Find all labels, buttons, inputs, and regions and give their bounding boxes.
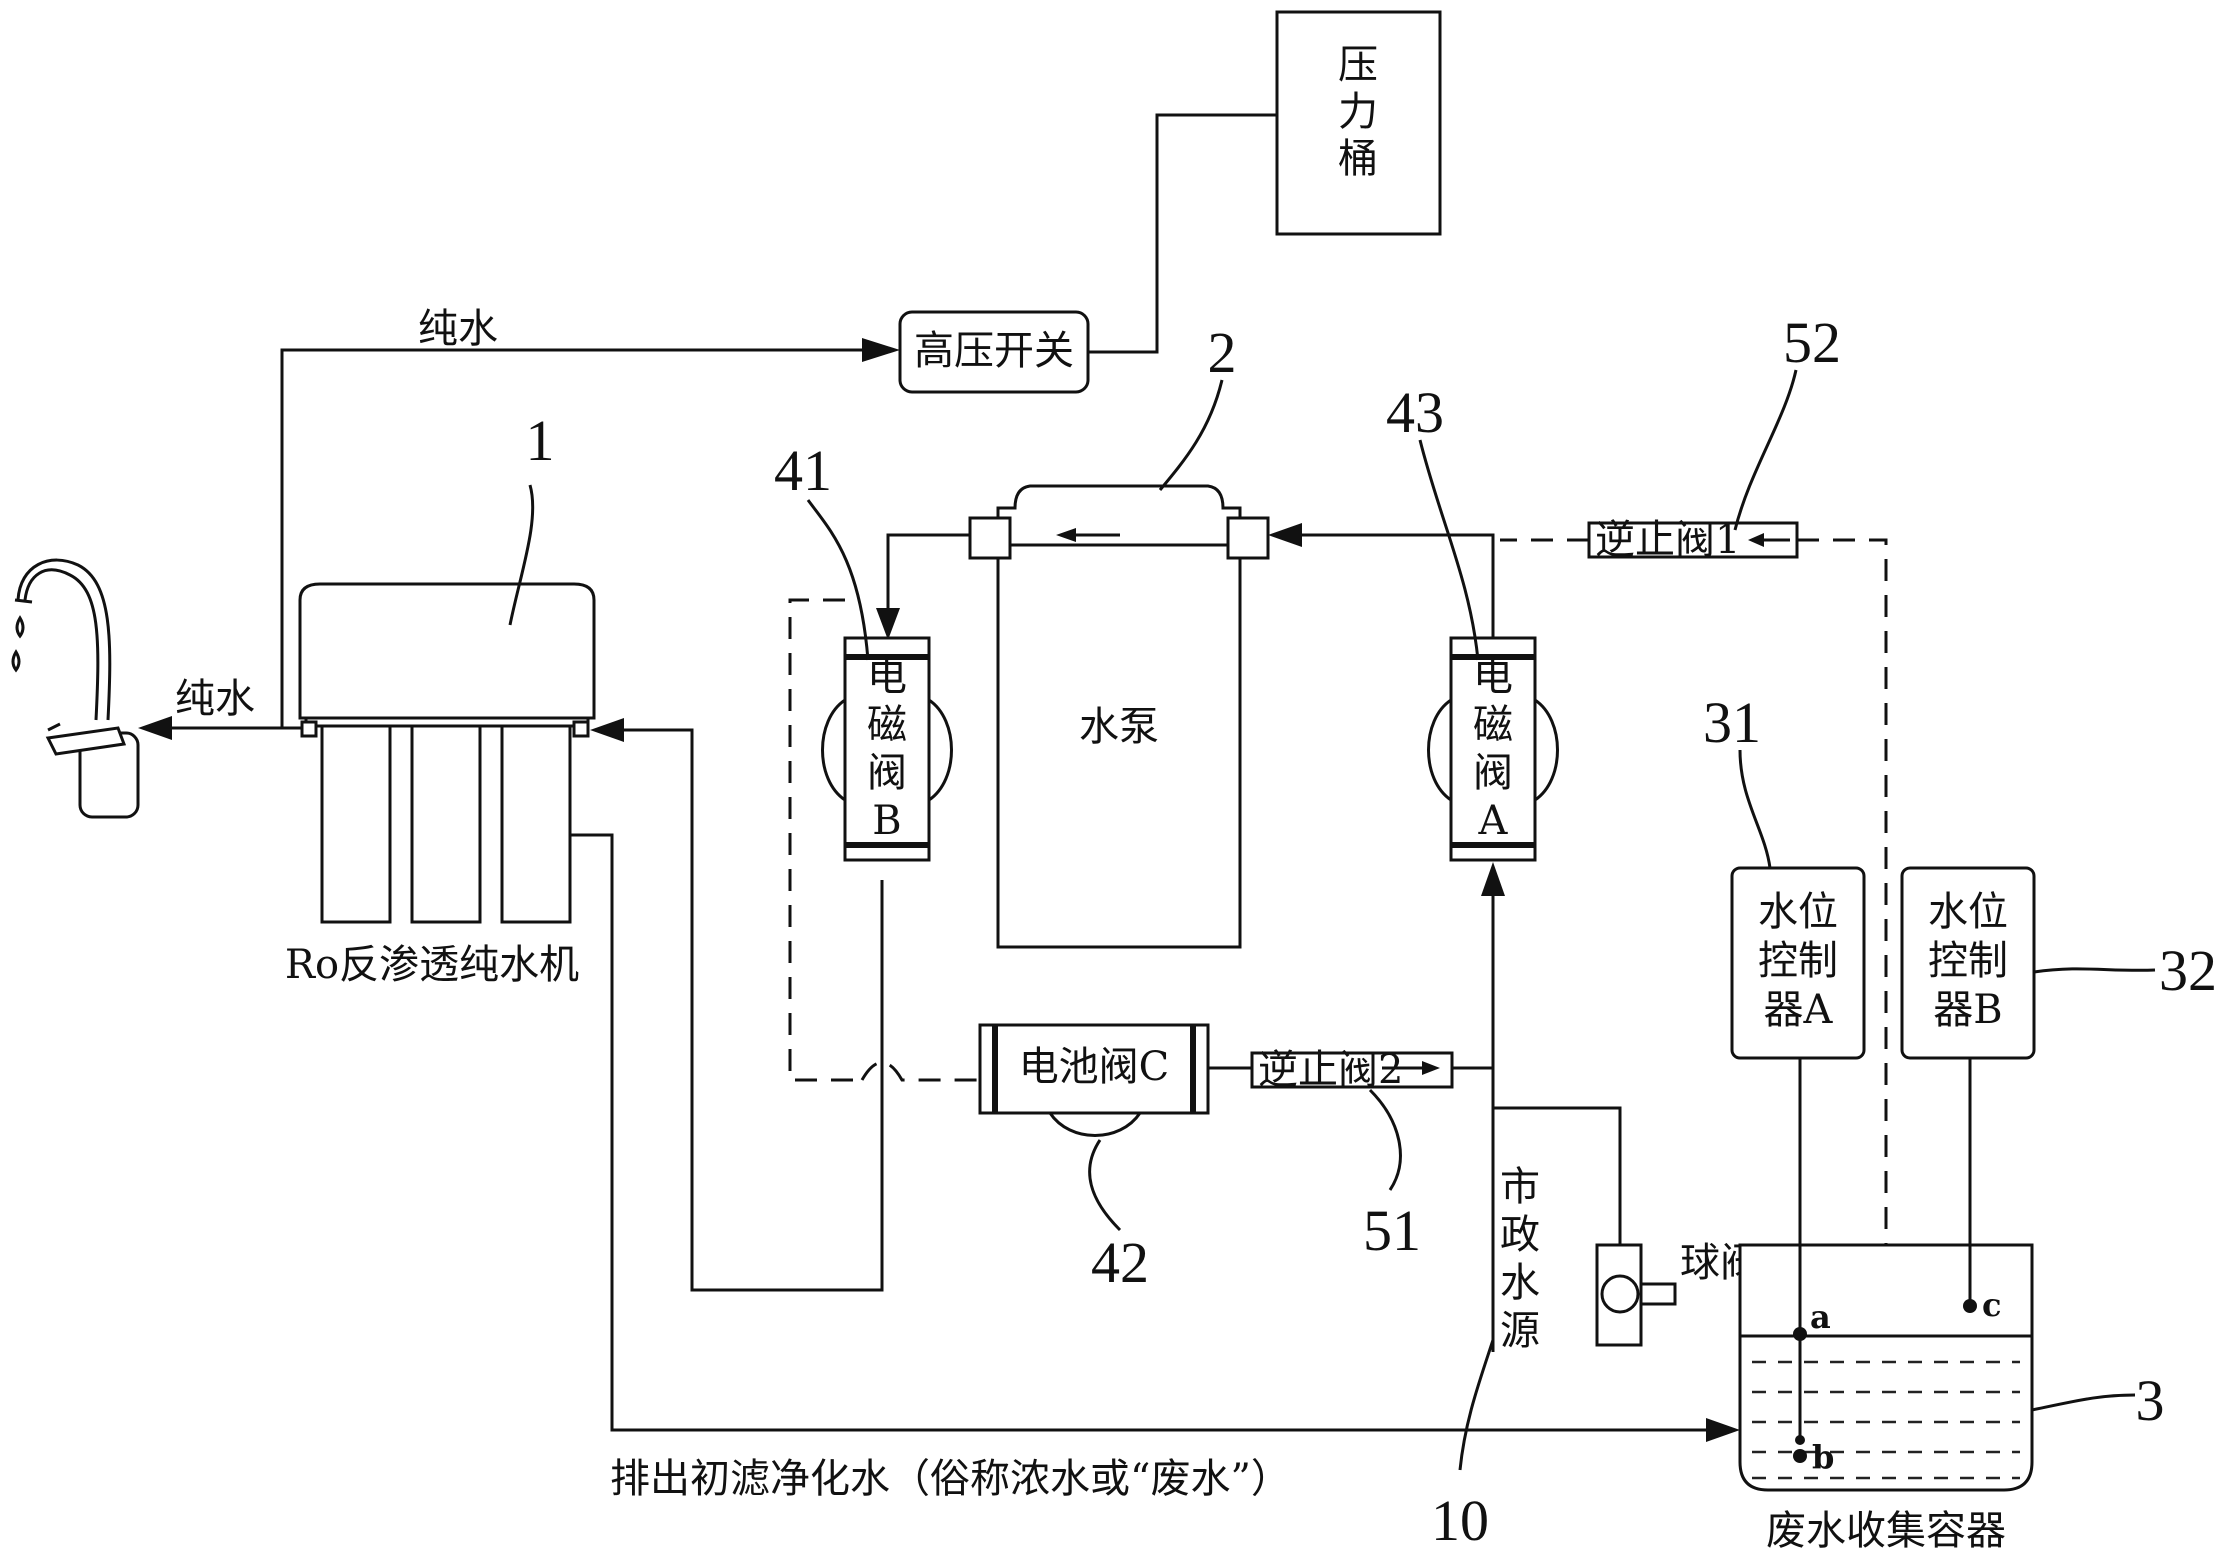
level-a-label-1: 水位 bbox=[1758, 889, 1838, 935]
valve-c-label: 电池阀C bbox=[1019, 1044, 1170, 1090]
ref-number-41: 41 bbox=[774, 438, 832, 503]
ref-number-31: 31 bbox=[1703, 690, 1761, 755]
leader-1 bbox=[508, 484, 535, 626]
leader-41 bbox=[806, 499, 870, 661]
ref-number-1: 1 bbox=[526, 408, 555, 473]
pipe-ball-valve-branch bbox=[1493, 1106, 1622, 1245]
ref-number-32: 32 bbox=[2159, 938, 2217, 1003]
pipe-valve-a-to-pump bbox=[1295, 533, 1495, 638]
leader-10 bbox=[1458, 1339, 1495, 1471]
pure-water-left-label: 纯水 bbox=[175, 676, 255, 722]
level-a-label-2: 控制 bbox=[1758, 938, 1838, 984]
check-valve-2-label: 逆止阀2 bbox=[1258, 1047, 1403, 1093]
pressure-tank-label-1: 压 bbox=[1338, 42, 1378, 88]
check-valve-1: 逆止阀1 bbox=[1587, 517, 1799, 563]
arrow-into-pump bbox=[1268, 523, 1302, 547]
pressure-tank-label-2: 力 bbox=[1338, 89, 1378, 135]
pump-label: 水泵 bbox=[1079, 704, 1159, 750]
high-pressure-switch: 高压开关 bbox=[898, 310, 1090, 394]
ref-number-2: 2 bbox=[1208, 320, 1237, 385]
valve-b-label-2: 磁 bbox=[867, 702, 907, 748]
arrow-into-switch bbox=[862, 338, 900, 362]
pipe-drain-to-container bbox=[570, 833, 1710, 1432]
ref-number-42: 42 bbox=[1091, 1230, 1149, 1295]
leader-42 bbox=[1088, 1139, 1122, 1232]
arrow-into-container bbox=[1706, 1418, 1740, 1442]
solenoid-valve-a: 电 磁 阀 A bbox=[1427, 636, 1559, 862]
ref-number-10: 10 bbox=[1431, 1488, 1489, 1552]
pure-water-top-label: 纯水 bbox=[418, 306, 498, 352]
probe-point-a bbox=[1793, 1327, 1807, 1341]
faucet-icon bbox=[11, 558, 140, 819]
waste-water-container: 废水收集容器 bbox=[1738, 1243, 2034, 1552]
valve-a-label-1: 电 bbox=[1473, 654, 1513, 700]
leader-2 bbox=[1158, 379, 1224, 491]
valve-b-label-3: 阀 bbox=[867, 750, 907, 796]
pipe-valve-b-to-ro bbox=[620, 728, 884, 1292]
municipal-label-4: 源 bbox=[1500, 1308, 1540, 1354]
level-controller-b: 水位 控制 器B bbox=[1900, 866, 2036, 1060]
pressure-tank: 压 力 桶 bbox=[1275, 10, 1442, 236]
pipe-pump-to-valve-b bbox=[886, 533, 970, 615]
probe-label-c: c bbox=[1982, 1286, 2001, 1324]
pipe-switch-to-tank bbox=[1088, 113, 1277, 354]
level-a-label-3: 器A bbox=[1764, 987, 1834, 1033]
municipal-label-2: 政 bbox=[1500, 1212, 1540, 1258]
ball-valve: 球阀 bbox=[1595, 1240, 1760, 1347]
probe-point-c bbox=[1963, 1299, 1977, 1313]
ref-number-51: 51 bbox=[1363, 1198, 1421, 1263]
leader-3 bbox=[2031, 1393, 2136, 1412]
ref-number-43: 43 bbox=[1386, 380, 1444, 445]
ro-machine-label: Ro反渗透纯水机 bbox=[285, 942, 579, 988]
control-line-hop bbox=[860, 1061, 980, 1082]
valve-a-label-2: 磁 bbox=[1473, 702, 1513, 748]
leader-32 bbox=[2033, 967, 2156, 974]
level-b-label-3: 器B bbox=[1933, 987, 2002, 1033]
arrow-into-valve-b bbox=[876, 608, 900, 640]
valve-a-label-4: A bbox=[1478, 798, 1509, 844]
level-controller-a: 水位 控制 器A bbox=[1730, 866, 1866, 1060]
check-valve-2: 逆止阀2 bbox=[1250, 1047, 1454, 1093]
municipal-label-1: 市 bbox=[1500, 1164, 1540, 1210]
probe-point-b bbox=[1793, 1449, 1807, 1463]
check-valve-1-label: 逆止阀1 bbox=[1595, 517, 1740, 563]
level-b-label-1: 水位 bbox=[1928, 889, 2008, 935]
probe-label-b: b bbox=[1812, 1438, 1834, 1476]
control-line-b-to-c bbox=[788, 598, 862, 1082]
pressure-tank-label-3: 桶 bbox=[1338, 136, 1378, 182]
valve-b-label-4: B bbox=[872, 798, 901, 844]
pipe-pure-water-to-switch bbox=[280, 348, 880, 728]
arrow-into-valve-a bbox=[1481, 862, 1505, 896]
leader-43 bbox=[1418, 439, 1480, 661]
waste-container-label: 废水收集容器 bbox=[1766, 1508, 2006, 1552]
probe-label-a: a bbox=[1810, 1298, 1831, 1336]
water-pump: 水泵 bbox=[968, 484, 1270, 949]
battery-valve-c: 电池阀C bbox=[978, 1023, 1210, 1137]
arrow-into-ro bbox=[590, 718, 624, 742]
ro-machine: Ro反渗透纯水机 bbox=[285, 582, 596, 988]
leader-51 bbox=[1368, 1088, 1402, 1191]
high-pressure-switch-label: 高压开关 bbox=[914, 328, 1074, 374]
municipal-label-3: 水 bbox=[1500, 1260, 1540, 1306]
ref-number-52: 52 bbox=[1783, 310, 1841, 375]
valve-a-label-3: 阀 bbox=[1473, 750, 1513, 796]
ref-number-3: 3 bbox=[2136, 1368, 2165, 1433]
leader-52 bbox=[1733, 369, 1798, 531]
level-b-label-2: 控制 bbox=[1928, 938, 2008, 984]
arrow-to-faucet bbox=[138, 716, 172, 740]
solenoid-valve-b: 电 磁 阀 B bbox=[821, 636, 953, 862]
leader-31 bbox=[1738, 749, 1772, 869]
control-line-cv1-to-container bbox=[1797, 538, 1888, 1480]
valve-b-label-1: 电 bbox=[867, 654, 907, 700]
drain-note-label: 排出初滤净化水（俗称浓水或“废水”） bbox=[610, 1456, 1291, 1502]
